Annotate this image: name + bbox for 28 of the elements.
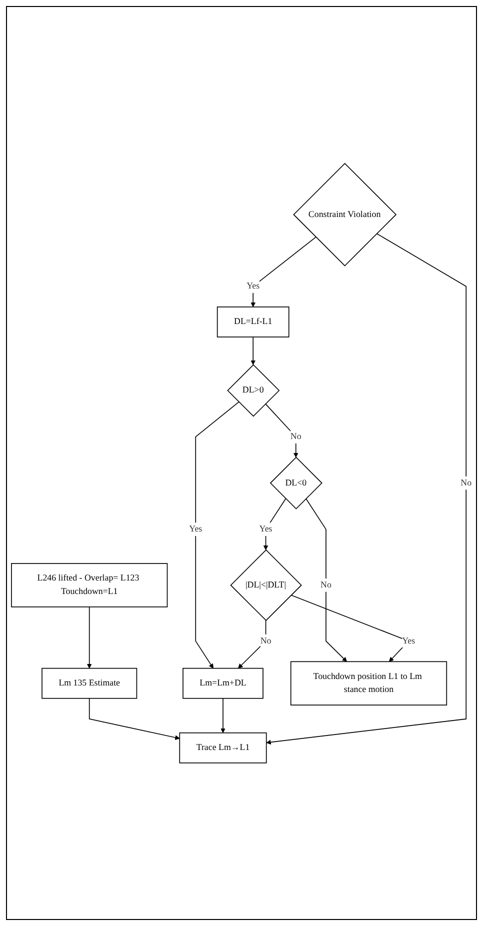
arrow [265,403,298,458]
arrow [86,606,92,668]
node-diamond: DL<0 [270,456,322,510]
arrow [250,236,316,307]
node-box: DL=Lf-L1 [216,306,290,338]
arrow [220,698,226,733]
arrow [306,498,347,662]
edge-label: No [460,478,472,488]
node-box: Touchdown position L1 to Lm stance motion [290,661,448,706]
edge-label: Yes [259,524,272,534]
node-box: Lm=Lm+DL [182,668,264,699]
node-diamond: DL>0 [227,364,280,417]
edge-label: Yes [402,636,416,646]
node-box: Lm 135 Estimate [42,668,138,699]
arrow [238,620,266,668]
edge-label: No [260,636,272,646]
arrow [88,698,180,740]
node-diamond: |DL|<|DLT| [230,549,302,621]
arrow [195,401,240,668]
arrow [266,232,467,744]
edge-label: No [320,580,332,590]
arrow [250,336,256,365]
node-box: L246 lifted - Overlap= L123 Touchdown=L1 [11,562,168,608]
edge-label: Yes [246,281,260,291]
edge-label: No [290,432,302,442]
node-box: Trace Lm→L1 [179,732,267,764]
edge-label: Yes [189,524,202,534]
node-diamond: Constraint Violation [293,162,397,266]
